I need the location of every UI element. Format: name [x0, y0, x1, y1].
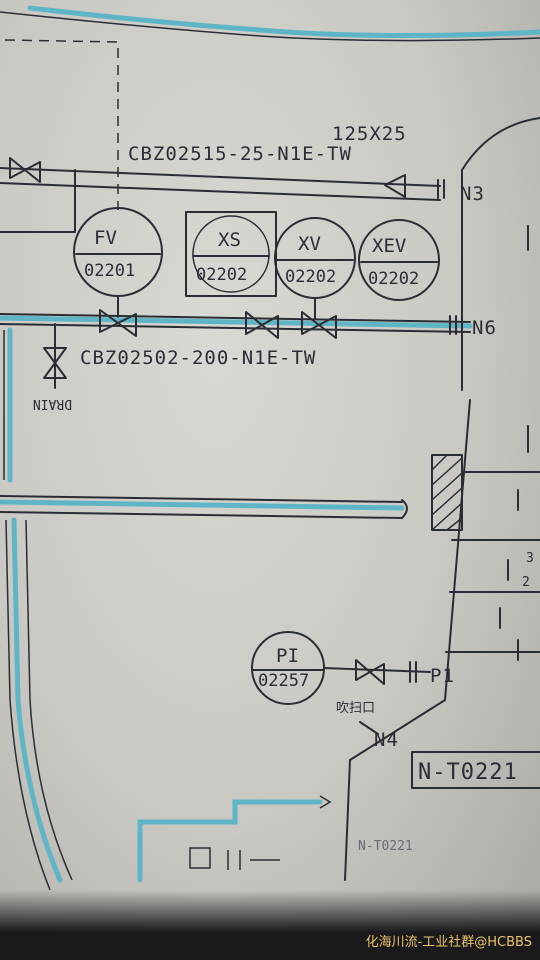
nozzle-n6: N6 — [472, 317, 497, 339]
xv-label-bottom: 02202 — [285, 267, 336, 287]
nozzle-n3: N3 — [460, 183, 485, 205]
vessel-lower-wall — [344, 399, 471, 881]
xs-label-bottom: 02202 — [196, 265, 247, 285]
reducer-symbol — [384, 174, 406, 198]
top-gate-valve — [9, 157, 41, 183]
xev-label-bottom: 02202 — [368, 269, 419, 289]
bottom-pipe-line — [137, 799, 323, 883]
main-line-highlight — [0, 315, 473, 329]
top-line-tag: CBZ02515-25-N1E-TW — [128, 143, 352, 165]
pi-instrument-circle — [251, 631, 325, 705]
top-process-line — [0, 167, 441, 187]
block-valve-xv — [301, 311, 337, 339]
mid-line-cap — [401, 499, 408, 519]
main-line — [0, 313, 471, 333]
top-ink-edge — [0, 11, 540, 42]
watermark-text: 化海川流-工业社群@HCBBS — [365, 935, 532, 950]
control-valve-fv — [99, 309, 137, 337]
left-curve-line-1 — [11, 517, 63, 883]
nozzle-n4: N4 — [374, 729, 399, 751]
bottom-pipe-arrow — [319, 795, 332, 809]
top-branch-line — [0, 169, 76, 233]
main-line-tag: CBZ02502-200-N1E-TW — [80, 347, 316, 369]
n4-nozzle — [359, 721, 379, 735]
hatch-lines — [431, 454, 463, 531]
left-curve-ink-1 — [5, 519, 51, 891]
drain-label: DRAIN — [33, 396, 72, 411]
level-2-label: 2 — [522, 575, 530, 590]
n6-flange — [449, 315, 457, 335]
pi-root-valve — [355, 659, 385, 685]
equipment-tag: N-T0221 — [418, 760, 518, 785]
fv-instrument-circle — [73, 207, 163, 297]
blow-port-label: 吹扫口 — [336, 701, 375, 716]
left-curve-ink-2 — [25, 519, 73, 881]
equipment-tag-lower: N-T0221 — [358, 839, 413, 854]
mid-horizontal-ink — [0, 495, 403, 519]
xev-instrument-circle — [358, 219, 440, 301]
top-blue-edge — [27, 5, 540, 39]
vessel-top-head — [461, 117, 540, 391]
pi-label-top: PI — [276, 645, 299, 667]
n3-flange — [437, 179, 445, 199]
fv-label-top: FV — [94, 227, 117, 249]
bottom-symbols — [189, 847, 280, 870]
block-valve-1 — [245, 311, 279, 339]
vessel-trays — [445, 471, 540, 653]
nozzle-p1: P1 — [430, 665, 455, 687]
drain-valve — [43, 347, 67, 379]
xs-inner-circle — [192, 215, 270, 293]
xs-label-top: XS — [218, 229, 241, 251]
bottom-shadow — [0, 890, 540, 960]
xv-label-top: XV — [298, 233, 321, 255]
pi-label-bottom: 02257 — [258, 671, 309, 691]
top-line-size: 125X25 — [332, 123, 407, 145]
signal-dashed-line — [4, 39, 119, 210]
top-process-line-lower — [0, 182, 441, 201]
xev-label-top: XEV — [372, 235, 406, 257]
level-3-label: 3 — [526, 551, 534, 566]
equipment-tag-box — [411, 751, 540, 789]
fv-label-bottom: 02201 — [84, 261, 135, 281]
tray-marks — [499, 489, 519, 661]
pi-impulse-line — [323, 667, 431, 673]
mid-horizontal-line — [0, 499, 405, 511]
p1-flange — [409, 661, 417, 683]
